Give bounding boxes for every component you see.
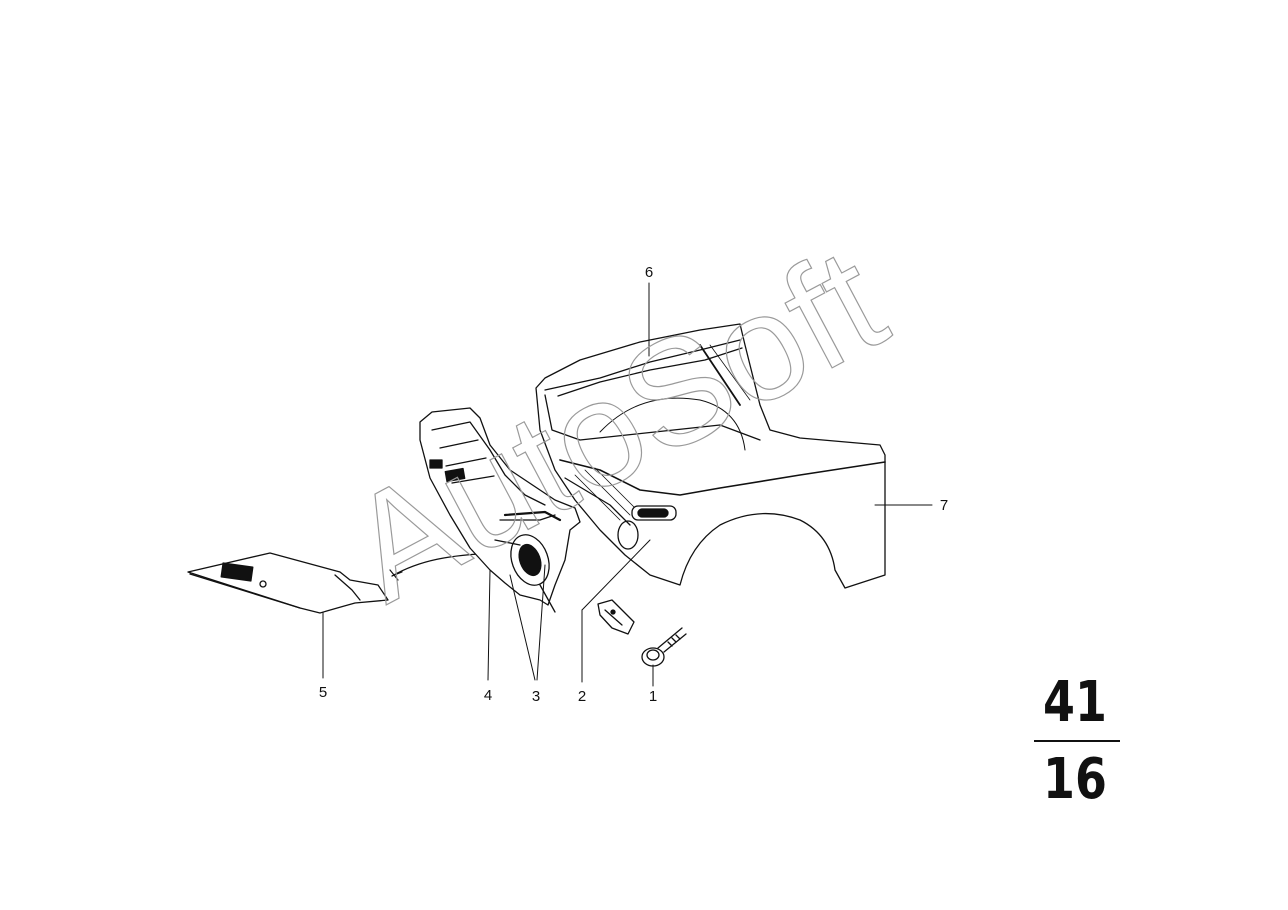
part-2-clip [597,599,635,635]
page-number-divider [1034,740,1120,742]
page-number-top: 41 [1043,670,1107,735]
part-3-4-inner-panel [419,407,581,613]
page-number-bottom: 16 [1043,747,1107,812]
part-5-cover-plate [187,552,389,614]
part-1-screw [641,627,687,667]
label-3: 3 [531,688,541,705]
label-1: 1 [648,688,658,705]
label-7: 7 [939,497,949,514]
label-4: 4 [483,687,493,704]
label-2: 2 [577,688,587,705]
label-6: 6 [644,264,654,281]
part-7-front-fender [535,323,886,589]
label-5: 5 [318,684,328,701]
